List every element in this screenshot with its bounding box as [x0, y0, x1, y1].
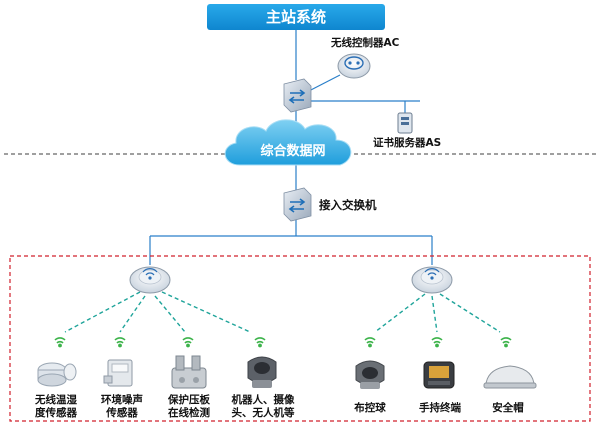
device-label-handheld: 手持终端	[419, 402, 461, 414]
core-switch-icon	[283, 78, 312, 113]
certificate-server-label: 证书服务器AS	[373, 137, 442, 149]
device-label-plate: 保护压板 在线检测	[161, 394, 217, 420]
cloud-label: 综合数据网	[260, 144, 326, 159]
robot-camera-icon	[247, 356, 277, 388]
access-switch-icon	[283, 187, 312, 222]
temperature-humidity-sensor-icon	[37, 362, 77, 387]
noise-sensor-icon	[103, 359, 133, 387]
cloud-icon	[224, 119, 352, 166]
protection-plate-monitor-icon	[171, 355, 207, 389]
device-label-line: 无线温湿	[35, 394, 77, 406]
dome-camera-icon	[355, 360, 385, 389]
safety-helmet-icon	[483, 365, 537, 389]
device-label-dome: 布控球	[354, 402, 386, 414]
device-label-line: 度传感器	[35, 407, 77, 419]
device-label-line: 在线检测	[168, 407, 210, 419]
device-label-noise: 环境噪声 传感器	[94, 394, 150, 420]
wireless-controller-icon	[337, 53, 371, 79]
device-label-temp-humidity: 无线温湿 度传感器	[28, 394, 84, 420]
device-label-line: 头、无人机等	[231, 407, 295, 419]
device-label-line: 保护压板	[168, 394, 210, 406]
wifi-icons	[54, 337, 512, 348]
device-label-line: 环境噪声	[101, 394, 143, 406]
device-label-line: 机器人、摄像	[231, 394, 295, 406]
device-label-robot: 机器人、摄像 头、无人机等	[225, 394, 301, 420]
handheld-terminal-icon	[423, 361, 455, 389]
access-switch-label: 接入交换机	[319, 198, 377, 212]
access-point-left-icon	[129, 266, 171, 294]
device-label-line: 传感器	[106, 407, 138, 419]
certificate-server-icon	[397, 112, 413, 134]
access-point-right-icon	[411, 266, 453, 294]
wireless-links	[64, 291, 501, 333]
wireless-controller-label: 无线控制器AC	[331, 37, 400, 49]
main-station-banner: 主站系统	[207, 4, 385, 30]
device-label-helmet: 安全帽	[492, 402, 524, 414]
field-area-boundary	[9, 255, 591, 422]
